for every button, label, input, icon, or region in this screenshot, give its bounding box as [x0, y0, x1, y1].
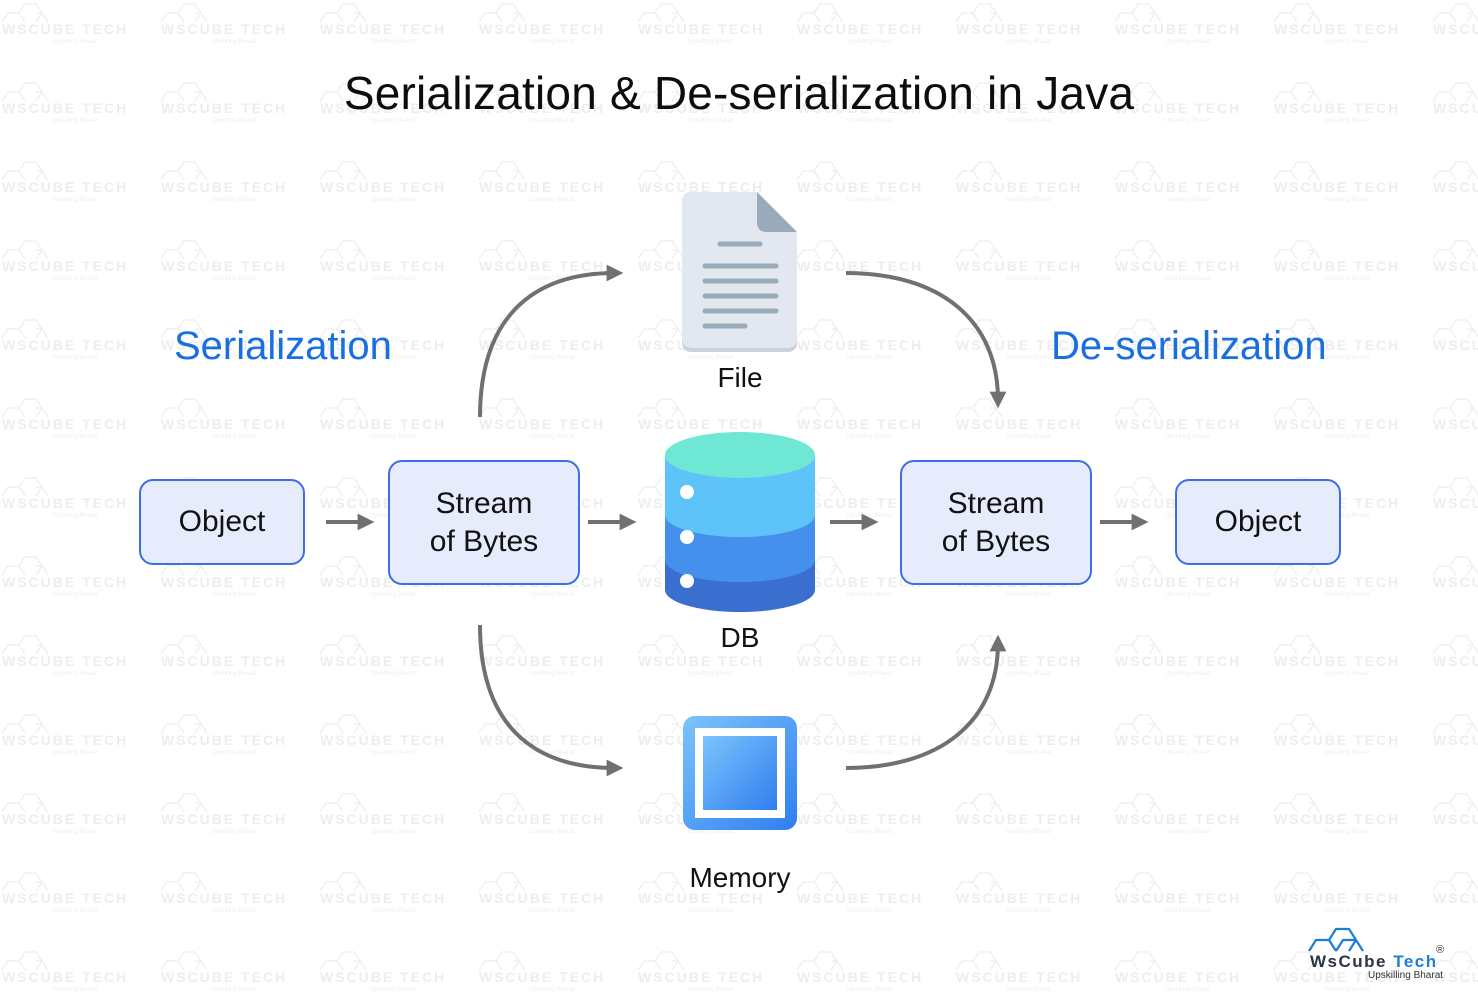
brand-logo-icon — [1308, 927, 1364, 952]
db-indicator — [680, 574, 694, 588]
stream-of-bytes-node-serialize: Stream of Bytes — [388, 460, 580, 585]
brand-prefix: WsCube — [1310, 952, 1394, 971]
serialization-heading: Serialization — [174, 324, 392, 368]
db-label: DB — [720, 622, 760, 653]
database-icon — [665, 432, 815, 612]
object-label: Object — [1214, 505, 1302, 538]
file-document-icon — [682, 192, 797, 352]
stream-label-line2: of Bytes — [429, 524, 539, 558]
registered-mark: ® — [1436, 944, 1445, 956]
arrow-stream-to-file — [478, 264, 624, 418]
arrow-file-to-stream — [845, 271, 1007, 409]
brand-logo-text: WsCube Tech — [1310, 952, 1438, 972]
object-node-source: Object — [139, 479, 305, 565]
file-label: File — [717, 362, 763, 393]
object-node-result: Object — [1175, 479, 1341, 565]
cpu-chip-icon — [663, 697, 817, 849]
stream-label-line1: Stream — [947, 486, 1045, 520]
arrow-stream-to-memory — [478, 624, 624, 777]
brand-tagline: Upskilling Bharat — [1368, 970, 1444, 981]
object-label: Object — [178, 505, 266, 538]
page-title: Serialization & De-serialization in Java — [343, 67, 1135, 119]
db-indicator — [680, 485, 694, 499]
stream-label-line1: Stream — [435, 486, 533, 520]
memory-label: Memory — [689, 862, 791, 893]
stream-of-bytes-node-deserialize: Stream of Bytes — [900, 460, 1092, 585]
db-indicator — [680, 530, 694, 544]
deserialization-heading: De-serialization — [1051, 324, 1327, 368]
arrow-memory-to-stream — [845, 634, 1007, 770]
stream-label-line2: of Bytes — [941, 524, 1051, 558]
brand-suffix: Tech — [1393, 952, 1438, 971]
